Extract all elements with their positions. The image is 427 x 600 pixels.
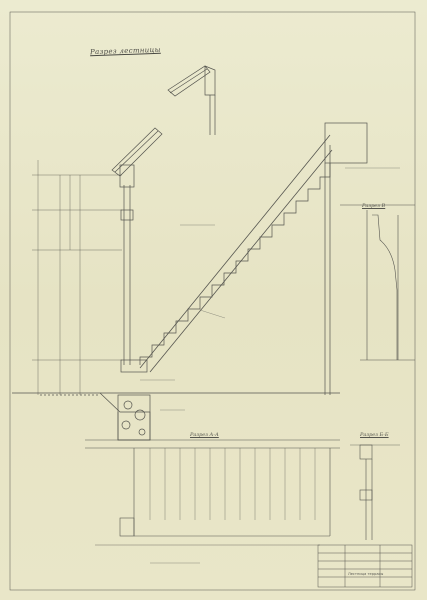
- section-v-label: Разрез В: [362, 203, 386, 209]
- ground-foundation: [12, 392, 340, 441]
- column: [120, 185, 148, 373]
- section-bb: [350, 444, 400, 540]
- section-aa-label: Разрез А-А: [190, 432, 219, 438]
- section-bb-label: Разрез Б-Б: [360, 432, 389, 438]
- section-aa-plan: [85, 439, 340, 546]
- roof-eave-left: [111, 127, 163, 188]
- stair-steps: [139, 145, 331, 365]
- stamp-caption: Лестница террасы: [348, 572, 384, 576]
- stair-stringer: [139, 134, 333, 373]
- title-block: [317, 544, 413, 588]
- dimension-lines-left: [32, 160, 122, 395]
- sheet-frame: [9, 11, 416, 591]
- roof-detail-top: [167, 65, 216, 135]
- annotation-leaders: [140, 167, 400, 564]
- upper-landing: [324, 122, 368, 395]
- section-v-profile: [340, 204, 415, 361]
